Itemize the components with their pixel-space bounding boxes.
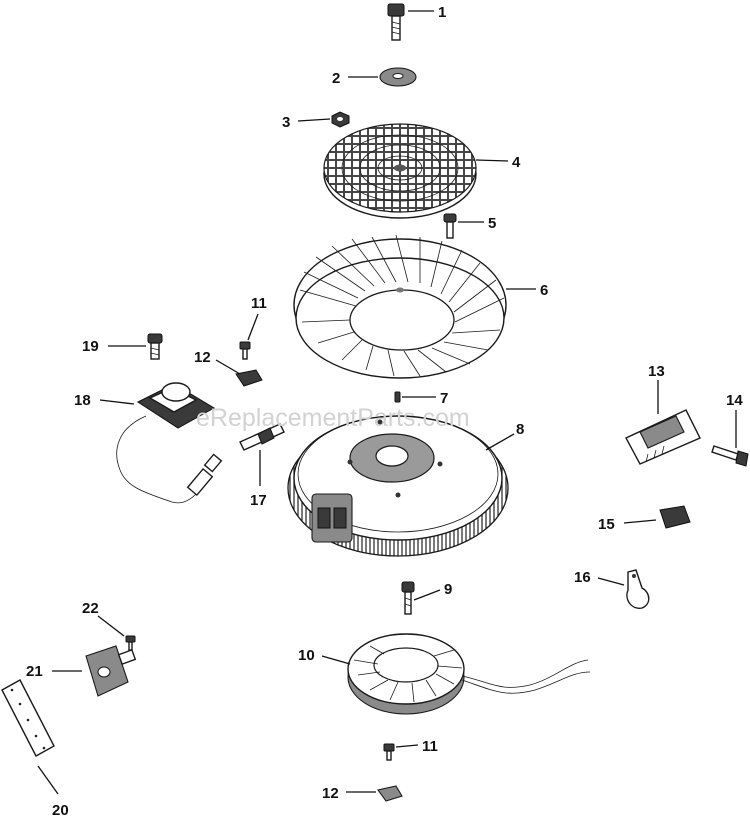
leader-12a bbox=[215, 359, 241, 375]
part-8-flywheel bbox=[287, 415, 509, 557]
leader-lines bbox=[37, 10, 737, 795]
callout-12-lower: 12 bbox=[322, 785, 339, 802]
part-20-gasket bbox=[1, 679, 55, 757]
part-11-screw-lower bbox=[383, 743, 395, 761]
part-6-fan bbox=[293, 234, 507, 379]
leader-4 bbox=[475, 159, 509, 162]
callout-21: 21 bbox=[26, 663, 43, 680]
callout-17: 17 bbox=[250, 492, 267, 509]
leader-10 bbox=[321, 655, 351, 665]
leader-18 bbox=[99, 399, 135, 405]
part-9-bolt bbox=[401, 581, 415, 615]
part-16-clamp bbox=[626, 569, 650, 609]
part-10-stator bbox=[347, 633, 591, 715]
leader-15 bbox=[623, 519, 657, 524]
leader-3 bbox=[297, 118, 331, 122]
part-12-clip-lower bbox=[377, 785, 403, 802]
callout-5: 5 bbox=[488, 215, 496, 232]
callout-1: 1 bbox=[438, 4, 446, 21]
part-15-connector bbox=[659, 505, 691, 529]
part-22-screw bbox=[125, 635, 136, 651]
leader-11b bbox=[395, 744, 419, 748]
callout-2: 2 bbox=[332, 70, 340, 87]
part-12-clip-upper bbox=[235, 369, 263, 387]
callout-11-lower: 11 bbox=[422, 738, 438, 755]
leader-16 bbox=[597, 577, 625, 586]
part-11-screw-upper bbox=[239, 341, 251, 360]
part-2-washer bbox=[379, 67, 417, 87]
callout-3: 3 bbox=[282, 114, 290, 131]
part-4-grass-screen bbox=[323, 123, 477, 219]
part-18-ignition-module bbox=[116, 382, 223, 504]
part-1-bolt bbox=[387, 3, 405, 41]
part-7-key bbox=[394, 391, 401, 403]
callout-19: 19 bbox=[82, 338, 99, 355]
part-21-switch bbox=[85, 645, 137, 697]
leader-20 bbox=[37, 765, 59, 795]
callout-labels: 1 2 3 4 5 6 7 8 9 10 11 11 12 12 13 14 1… bbox=[26, 4, 743, 819]
part-13-rectifier bbox=[625, 409, 701, 465]
callout-12-upper: 12 bbox=[194, 349, 211, 366]
callout-18: 18 bbox=[74, 392, 91, 409]
leader-9 bbox=[413, 589, 441, 601]
callout-20: 20 bbox=[52, 802, 69, 819]
leader-11a bbox=[247, 313, 259, 341]
callout-15: 15 bbox=[598, 516, 615, 533]
callout-9: 9 bbox=[444, 581, 452, 598]
callout-10: 10 bbox=[298, 647, 315, 664]
callout-13: 13 bbox=[648, 363, 665, 380]
callout-7: 7 bbox=[440, 390, 448, 407]
part-17-spark-plug bbox=[239, 423, 285, 451]
leader-22 bbox=[97, 615, 125, 637]
leader-8 bbox=[485, 433, 515, 451]
callout-11-upper: 11 bbox=[251, 295, 267, 312]
part-19-screw bbox=[147, 333, 163, 360]
callout-16: 16 bbox=[574, 569, 591, 586]
watermark-text: eReplacementParts.com bbox=[196, 404, 470, 432]
callout-8: 8 bbox=[516, 421, 524, 438]
callout-4: 4 bbox=[512, 154, 521, 171]
callout-14: 14 bbox=[726, 392, 743, 409]
part-3-nut bbox=[331, 111, 350, 128]
callout-22: 22 bbox=[82, 600, 99, 617]
callout-6: 6 bbox=[540, 282, 548, 299]
part-5-screw bbox=[443, 213, 457, 239]
part-14-screw bbox=[711, 445, 749, 467]
